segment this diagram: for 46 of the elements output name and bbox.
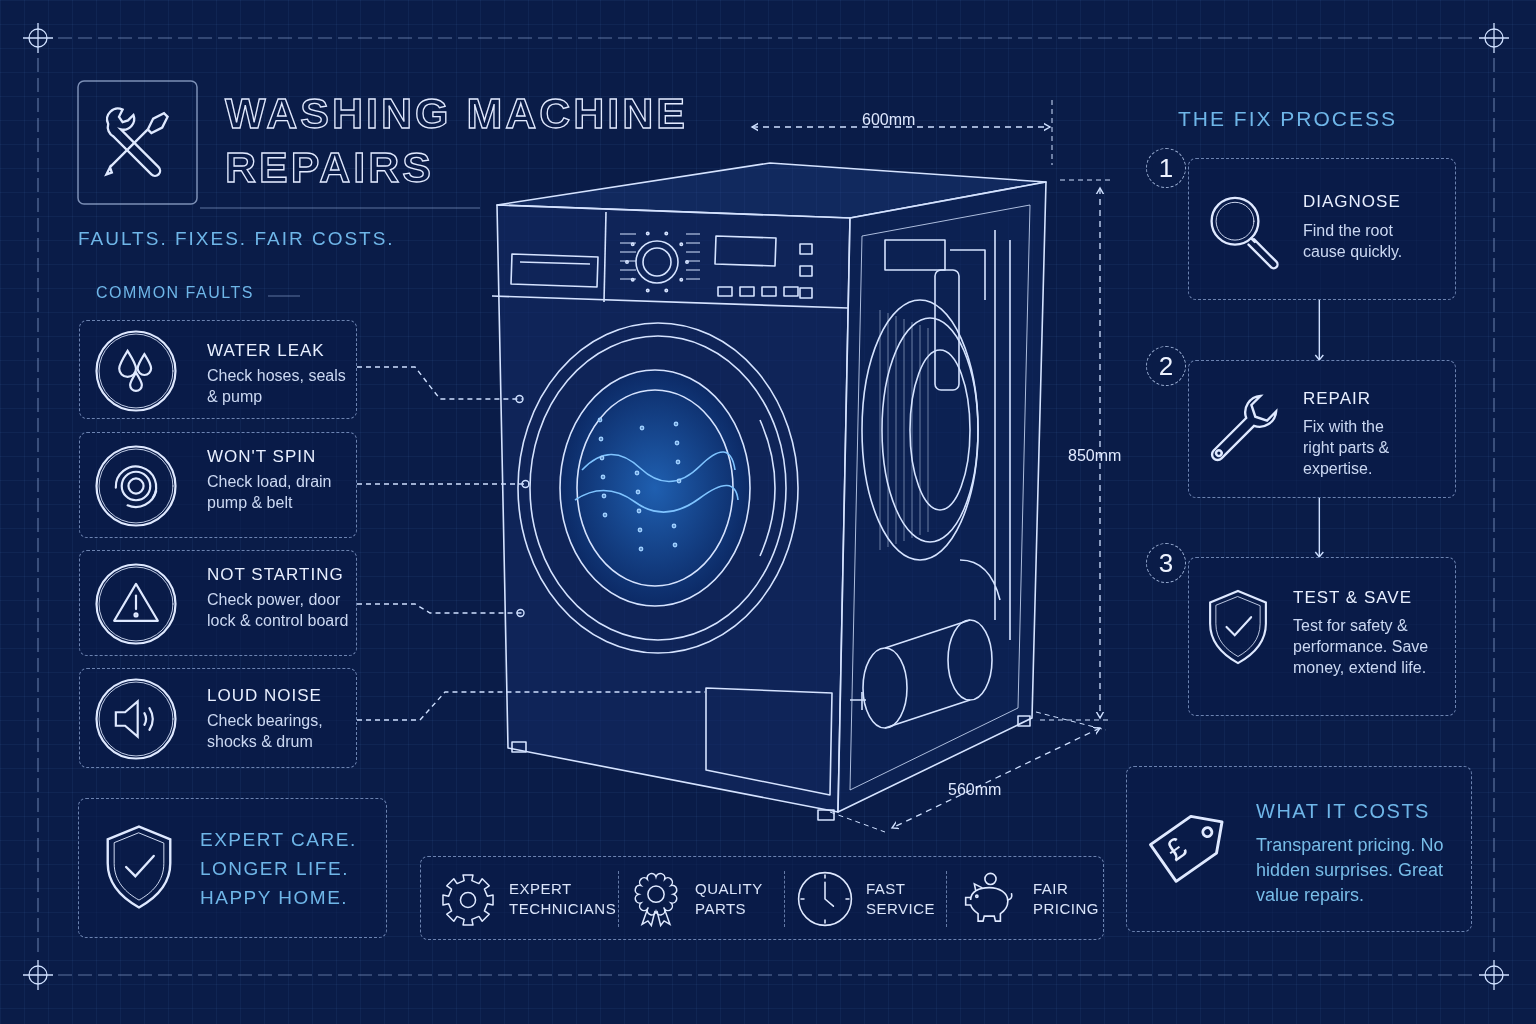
arrow — [1314, 299, 1324, 361]
heading: REPAIR — [1303, 388, 1373, 410]
feature-label: FAST SERVICE — [866, 879, 937, 919]
description: Test for safety & performance. Save money, extend life. — [1293, 616, 1430, 678]
feature-label: FAIR PRICING — [1033, 879, 1100, 919]
heading: NOT STARTING — [207, 564, 345, 586]
description: Check hoses, seals & pump — [207, 366, 347, 407]
step-card — [1188, 557, 1456, 716]
dimension-label: 850mm — [1068, 447, 1122, 465]
description: Check load, drain pump & belt — [207, 472, 333, 513]
arrow — [1314, 497, 1324, 558]
heading: WHAT IT COSTS — [1256, 799, 1431, 823]
fault-card — [79, 432, 357, 538]
currency-symbol: £ — [1159, 830, 1193, 868]
heading: WATER LEAK — [207, 340, 326, 362]
feature-strip — [420, 856, 1104, 940]
leader-line — [356, 366, 524, 404]
heading: DIAGNOSE — [1303, 191, 1402, 213]
leader-line — [356, 603, 525, 618]
section-heading: THE FIX PROCESS — [1178, 107, 1398, 131]
feature-label: EXPERT TECHNICIANS — [509, 879, 618, 919]
pricing-card — [1126, 766, 1472, 932]
dimension-label: 560mm — [948, 781, 1002, 799]
heading: TEST & SAVE — [1293, 587, 1414, 609]
step-card — [1188, 360, 1456, 498]
heading: WON'T SPIN — [207, 446, 318, 468]
description: Check power, door lock & control board — [207, 590, 350, 631]
tagline: EXPERT CARE. LONGER LIFE. HAPPY HOME. — [200, 828, 358, 910]
leader-line — [356, 691, 706, 721]
step-card — [1188, 158, 1456, 300]
section-heading: COMMON FAULTS — [96, 284, 254, 302]
heading: LOUD NOISE — [207, 685, 323, 707]
fault-card — [79, 550, 357, 656]
description: Find the root cause quickly. — [1303, 221, 1404, 262]
fault-card — [79, 668, 357, 768]
fault-card — [79, 320, 357, 419]
description: Check bearings, shocks & drum — [207, 711, 324, 752]
dimension-label: 600mm — [862, 111, 916, 129]
subtitle: FAULTS. FIXES. FAIR COSTS. — [78, 228, 395, 250]
feature-label: QUALITY PARTS — [695, 879, 764, 919]
title: WASHING MACHINE REPAIRS — [225, 88, 690, 193]
description: Transparent pricing. No hidden surprises. Great value repairs. — [1256, 834, 1445, 907]
promise-card — [78, 798, 387, 938]
washing-machine-drawing — [491, 162, 1047, 821]
leader-line — [356, 479, 530, 489]
description: Fix with the right parts & expertise. — [1303, 417, 1391, 479]
